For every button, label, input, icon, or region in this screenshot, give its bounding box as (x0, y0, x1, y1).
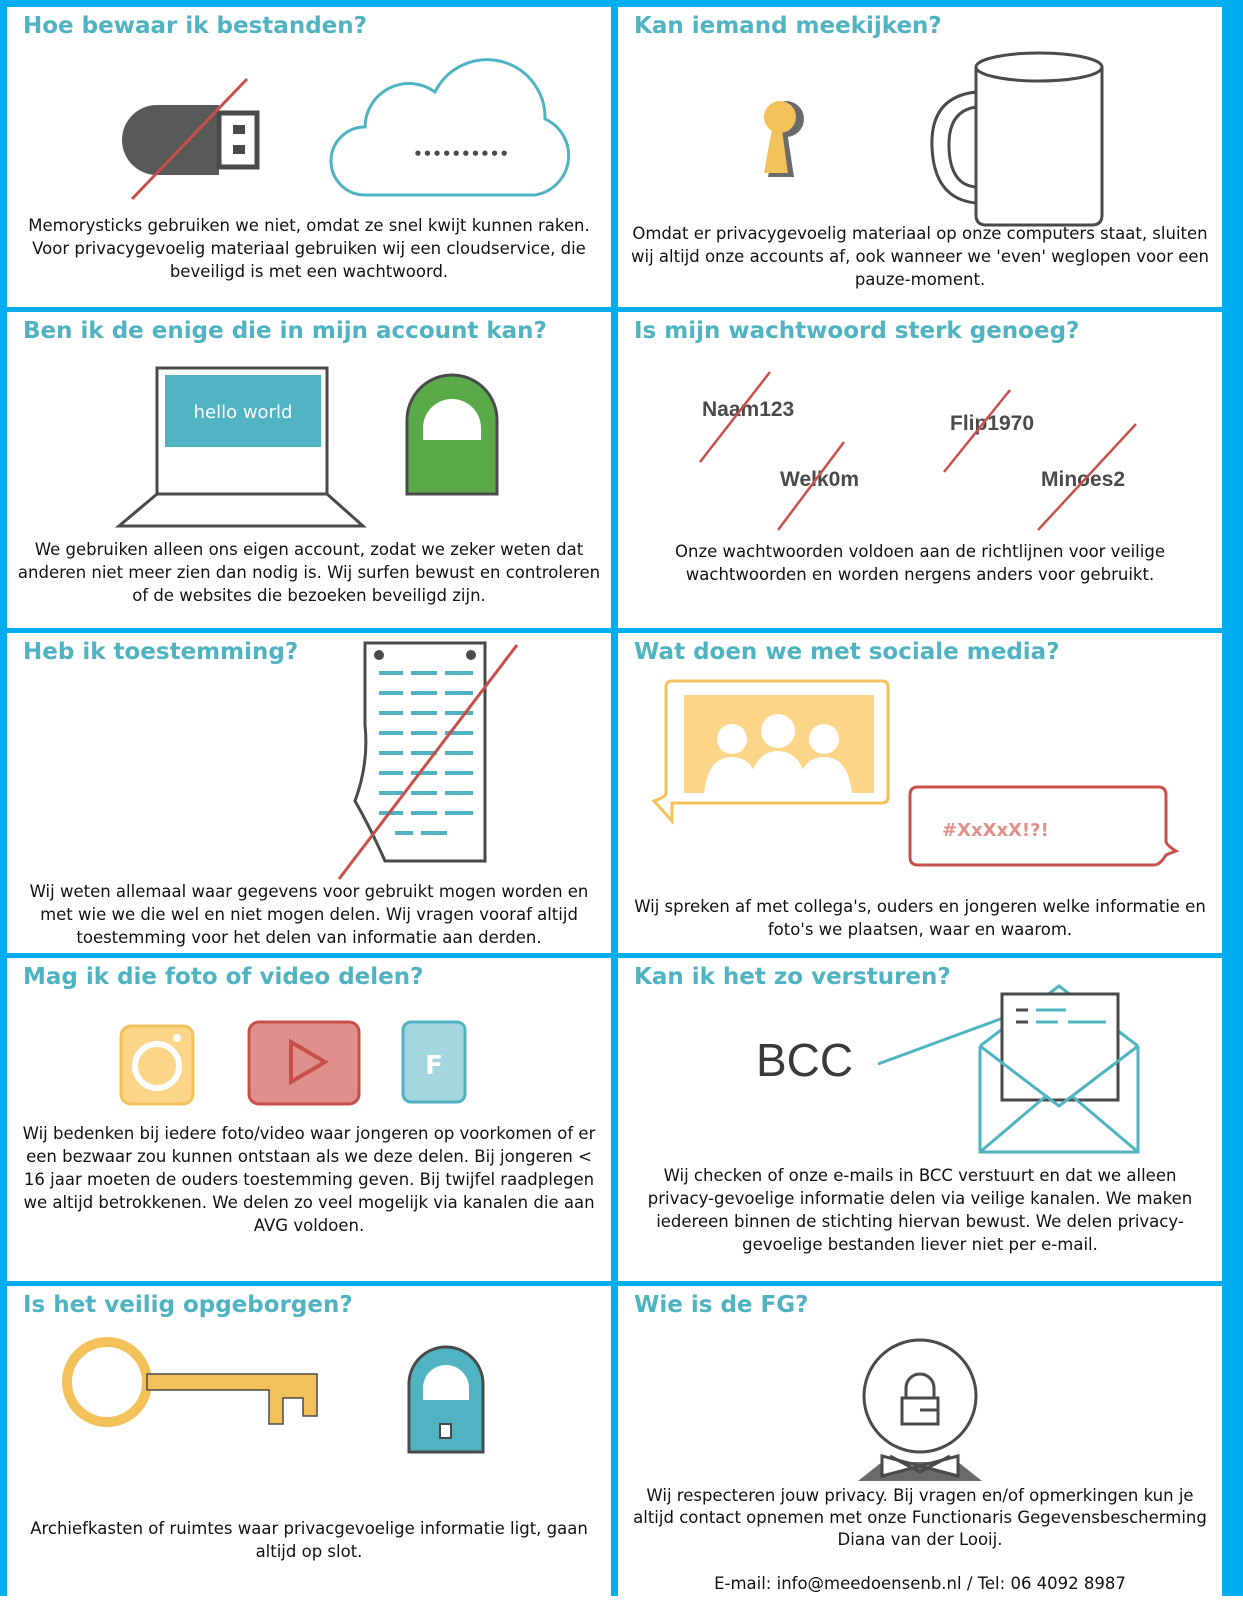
card-text: Memorysticks gebruiken we niet, omdat ze… (28, 216, 590, 281)
card-title: Is het veilig opgeborgen? (23, 1292, 353, 1318)
card-title: Hoe bewaar ik bestanden? (23, 13, 367, 39)
people-icon (704, 714, 852, 793)
card-text: Wij weten allemaal waar gegevens voor ge… (29, 882, 589, 947)
laptop-lock-illustration: hello world (114, 366, 499, 528)
card-sending-email: Kan ik het zo versturen? BCC Wij checken… (618, 958, 1222, 1281)
officer-illustration (858, 1338, 982, 1481)
card-text: Onze wachtwoorden voldoen aan de richtli… (675, 542, 1165, 584)
photo-bubble-icon (651, 679, 890, 825)
card-text: Omdat er privacygevoelig materiaal op on… (631, 224, 1209, 289)
laptop-screen-text: hello world (194, 402, 293, 423)
card-text: Archiefkasten of ruimtes waar privacgevo… (30, 1519, 588, 1561)
youtube-icon (247, 1020, 361, 1106)
card-account: Ben ik de enige die in mijn account kan?… (7, 312, 611, 628)
social-apps-illustration: F (119, 1020, 467, 1106)
cloud-icon: •••••••••• (329, 58, 571, 197)
social-media-illustration: #XxXxX!?! (651, 679, 1180, 867)
facebook-letter: F (425, 1051, 443, 1081)
document-illustration (337, 641, 519, 880)
mug-icon (930, 51, 1104, 227)
card-text: We gebruiken alleen ons eigen account, z… (17, 540, 601, 605)
strike-line (1037, 423, 1137, 531)
card-permission: Heb ik toestemming? (7, 633, 611, 953)
envelope-icon (978, 984, 1140, 1154)
card-text: Wij respecteren jouw privacy. Bij vragen… (633, 1486, 1207, 1549)
comment-bubble-icon: #XxXxX!?! (908, 785, 1180, 867)
usb-stick-icon (122, 77, 260, 201)
email-bcc-illustration: BCC (756, 984, 1140, 1154)
officer-icon (858, 1338, 982, 1481)
padlock-icon (405, 373, 499, 496)
cloud-password-dots: •••••••••• (413, 145, 509, 163)
connector-line (877, 1012, 1015, 1066)
key-lock-illustration (62, 1337, 485, 1454)
padlock-icon (407, 1345, 485, 1454)
key-icon (62, 1337, 318, 1427)
card-title: Kan ik het zo versturen? (634, 964, 951, 990)
document-icon (337, 641, 519, 880)
usb-cloud-illustration: •••••••••• (122, 58, 571, 201)
keyhole-icon (764, 101, 804, 177)
card-text: Wij bedenken bij iedere foto/video waar … (22, 1124, 596, 1235)
card-safe-storage: Is het veilig opgeborgen? Archiefkasten … (7, 1286, 611, 1605)
card-text: Wij spreken af met collega's, ouders en … (634, 897, 1206, 939)
card-title: Heb ik toestemming? (23, 639, 299, 665)
card-social-media: Wat doen we met sociale media? #XxXxX!?!… (618, 633, 1222, 953)
strike-line (943, 389, 1011, 473)
contact-info: E-mail: info@meedoensenb.nl / Tel: 06 40… (714, 1574, 1126, 1593)
card-text: Wij checken of onze e-mails in BCC verst… (647, 1166, 1193, 1254)
password-example: Naam123 (702, 398, 794, 421)
passwords-illustration: Naam123 Flip1970 Welk0m Minoes2 (699, 371, 1137, 531)
instagram-icon (119, 1024, 195, 1106)
keyhole-mug-illustration (764, 51, 1104, 227)
facebook-icon: F (401, 1020, 467, 1104)
card-title: Mag ik die foto of video delen? (23, 964, 424, 990)
card-photo-video: Mag ik die foto of video delen? F Wij be… (7, 958, 611, 1281)
strike-line (777, 441, 845, 531)
card-password: Is mijn wachtwoord sterk genoeg? Naam123… (618, 312, 1222, 628)
laptop-icon: hello world (114, 366, 367, 528)
card-title: Ben ik de enige die in mijn account kan? (23, 318, 547, 344)
card-title: Is mijn wachtwoord sterk genoeg? (634, 318, 1080, 344)
card-data-protection-officer: Wie is de FG? Wij respecteren jouw priva… (618, 1286, 1222, 1605)
strike-line (699, 371, 771, 463)
password-example: Flip1970 (950, 412, 1034, 435)
bcc-label: BCC (756, 1034, 853, 1086)
card-looking-along: Kan iemand meekijken? Omdat er privacyge… (618, 7, 1222, 307)
card-title: Kan iemand meekijken? (634, 13, 942, 39)
password-example: Welk0m (780, 468, 859, 491)
card-title: Wat doen we met sociale media? (634, 639, 1060, 665)
card-file-storage: Hoe bewaar ik bestanden? •••••••••• Memo… (7, 7, 611, 307)
strike-line (337, 644, 519, 880)
comment-text: #XxXxX!?! (942, 820, 1049, 841)
card-title: Wie is de FG? (634, 1292, 809, 1318)
